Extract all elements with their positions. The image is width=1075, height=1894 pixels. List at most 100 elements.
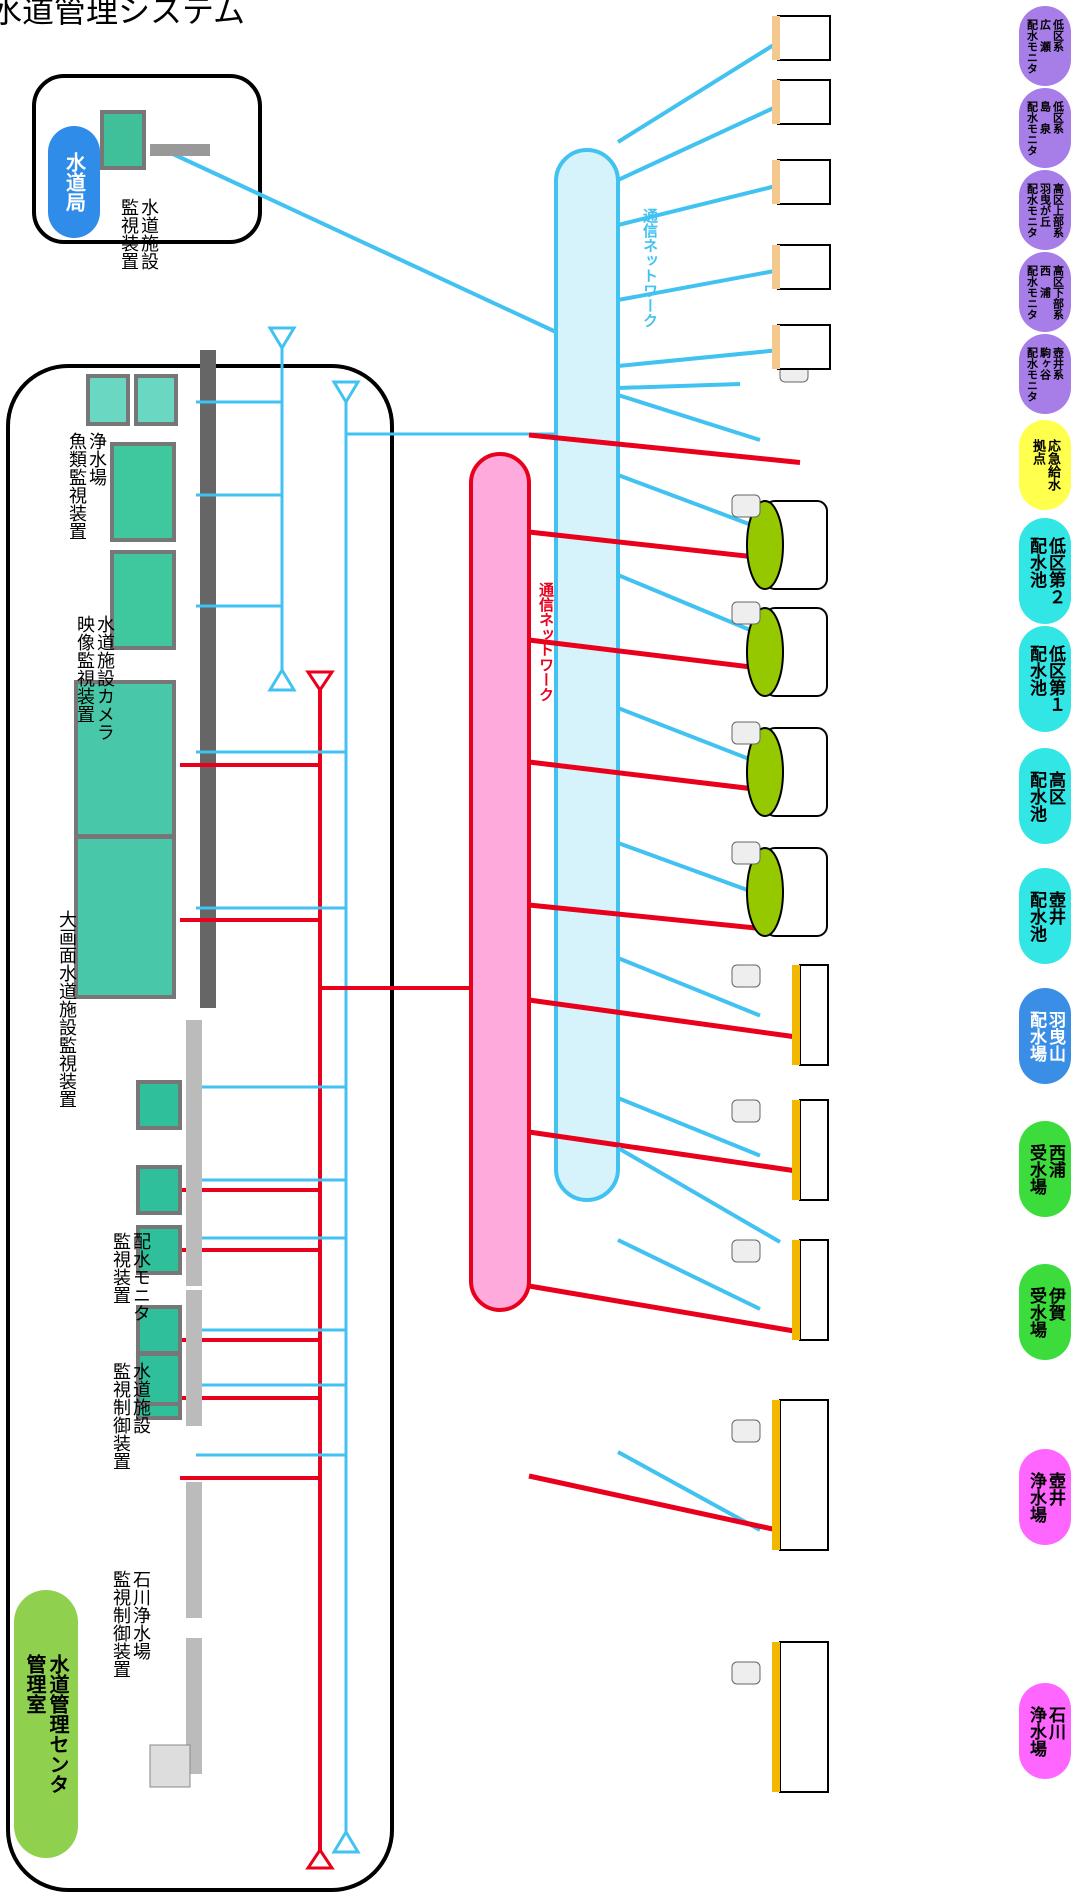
facility-label: 壺井 浄水場 [1026,1472,1064,1523]
monitor-building-icon [778,80,830,124]
monitor-building-side [772,80,780,124]
equipment-label-large-screen: 大画面水道施設監視装置 [56,910,76,1108]
facility-label: 石川 浄水場 [1026,1706,1064,1757]
equipment-label-facility-control: 水道施設 監視制御装置 [110,1362,150,1470]
plant-base-icon [772,1400,780,1550]
desk-stand [186,1290,202,1426]
facility-blue-link [618,1452,760,1530]
camera-icon [732,842,760,864]
red-network-label: 通信ネットワーク [536,582,557,702]
blue-network-bus [556,150,618,1200]
facility-label: 低区第１ 配水池 [1026,645,1064,713]
station-building-icon [800,1240,828,1340]
station-base-icon [792,1240,800,1340]
camera-screen [114,554,172,646]
facility-label: 応急給水 拠点 [1030,439,1060,491]
station-building-icon [800,965,828,1065]
red-network-bus [471,454,529,1310]
facility-label: 高区 配水池 [1026,771,1064,822]
bureau-desk [150,144,210,156]
desk-stand [186,1020,202,1150]
fish-screen [138,378,174,422]
camera-screen [114,446,172,538]
equipment-label-fish: 浄水場 魚類監視装置 [66,432,106,540]
bus-terminator-icon [334,382,358,402]
monitor-label: 高区上部系 羽曳が丘 配水モニタ [1026,183,1065,238]
center-title: 水道管理センタ 管理室 [23,1654,69,1794]
monitor-badge: 壺井系 駒ヶ谷 配水モニタ [1019,334,1071,414]
equipment-label-ishikawa: 石川浄水場 監視制御装置 [110,1570,150,1678]
facility-label: 西浦 受水場 [1026,1144,1064,1195]
camera-icon [732,965,760,987]
desk-stand [186,1150,202,1286]
bureau-device-label: 水道施設 監視装置 [118,198,158,270]
facility-badge: 壺井 配水池 [1019,868,1071,964]
bus-terminator-icon [308,672,332,690]
monitor-badge: 高区上部系 羽曳が丘 配水モニタ [1019,170,1071,250]
bureau-title-badge: 水道局 [48,126,100,238]
monitor-link [618,41,780,142]
emergency-link [618,384,740,388]
plant-building-icon [780,1400,828,1550]
camera-icon [732,1100,760,1122]
large-screen-panel [78,839,172,995]
monitor-building-side [772,245,780,289]
facility-badge: 伊賀 受水場 [1019,1264,1071,1360]
facility-badge: 西浦 受水場 [1019,1121,1071,1217]
monitor-label: 低区系 広 瀬 配水モニタ [1026,19,1065,74]
equipment-label-camera: 水道施設カメラ 映像監視装置 [74,615,114,741]
facility-badge: 高区 配水池 [1019,748,1071,844]
camera-icon [732,722,760,744]
facility-badge: 羽曳山 配水場 [1019,988,1071,1084]
station-base-icon [792,1100,800,1200]
bus-terminator-icon [270,328,294,348]
monitor-building-side [772,16,780,60]
monitor-building-side [772,160,780,204]
monitor-building-side [772,325,780,369]
bureau-console-screen [104,114,142,166]
facility-badge: 低区第１ 配水池 [1019,626,1071,732]
fish-screen [90,378,126,422]
equipment-label-distribution-monitor: 配水モニタ 監視装置 [110,1232,150,1322]
monitor-building-icon [778,160,830,204]
monitor-link [618,350,780,366]
plant-building-icon [780,1642,828,1792]
facility-label: 羽曳山 配水場 [1026,1011,1064,1062]
blue-network-label: 通信ネットワーク [640,208,661,328]
monitor-label: 低区系 島 泉 配水モニタ [1026,101,1065,156]
monitor-badge: 低区系 島 泉 配水モニタ [1019,88,1071,168]
monitor-building-icon [778,16,830,60]
facility-badge: 石川 浄水場 [1019,1683,1071,1779]
facility-label: 伊賀 受水場 [1026,1287,1064,1338]
monitor-badge: 低区系 広 瀬 配水モニタ [1019,6,1071,86]
facility-badge: 壺井 浄水場 [1019,1449,1071,1545]
console-screen [140,1084,178,1126]
desk-stand [186,1482,202,1618]
printer-icon [150,1745,190,1787]
monitor-building-icon [778,325,830,369]
facility-red-link [529,1476,800,1535]
plant-base-icon [772,1642,780,1792]
facility-badge: 低区第２ 配水池 [1019,518,1071,624]
camera-icon [732,1420,760,1442]
monitor-badge: 高区下部系 西 浦 配水モニタ [1019,252,1071,332]
camera-icon [732,1240,760,1262]
bus-terminator-icon [270,670,294,690]
facility-label: 低区第２ 配水池 [1026,537,1064,605]
station-base-icon [792,965,800,1065]
camera-icon [732,1662,760,1684]
facility-blue-link [618,395,760,440]
console-screen [140,1169,178,1211]
bureau-title: 水道局 [65,152,84,212]
bus-terminator-icon [308,1850,332,1868]
station-building-icon [800,1100,828,1200]
monitor-label: 壺井系 駒ヶ谷 配水モニタ [1026,347,1065,402]
facility-badge: 応急給水 拠点 [1019,420,1071,510]
camera-icon [732,495,760,517]
facility-label: 壺井 配水池 [1026,891,1064,942]
center-title-badge: 水道管理センタ 管理室 [14,1590,78,1858]
monitor-link [618,105,780,180]
monitor-label: 高区下部系 西 浦 配水モニタ [1026,265,1065,320]
bus-terminator-icon [334,1832,358,1852]
